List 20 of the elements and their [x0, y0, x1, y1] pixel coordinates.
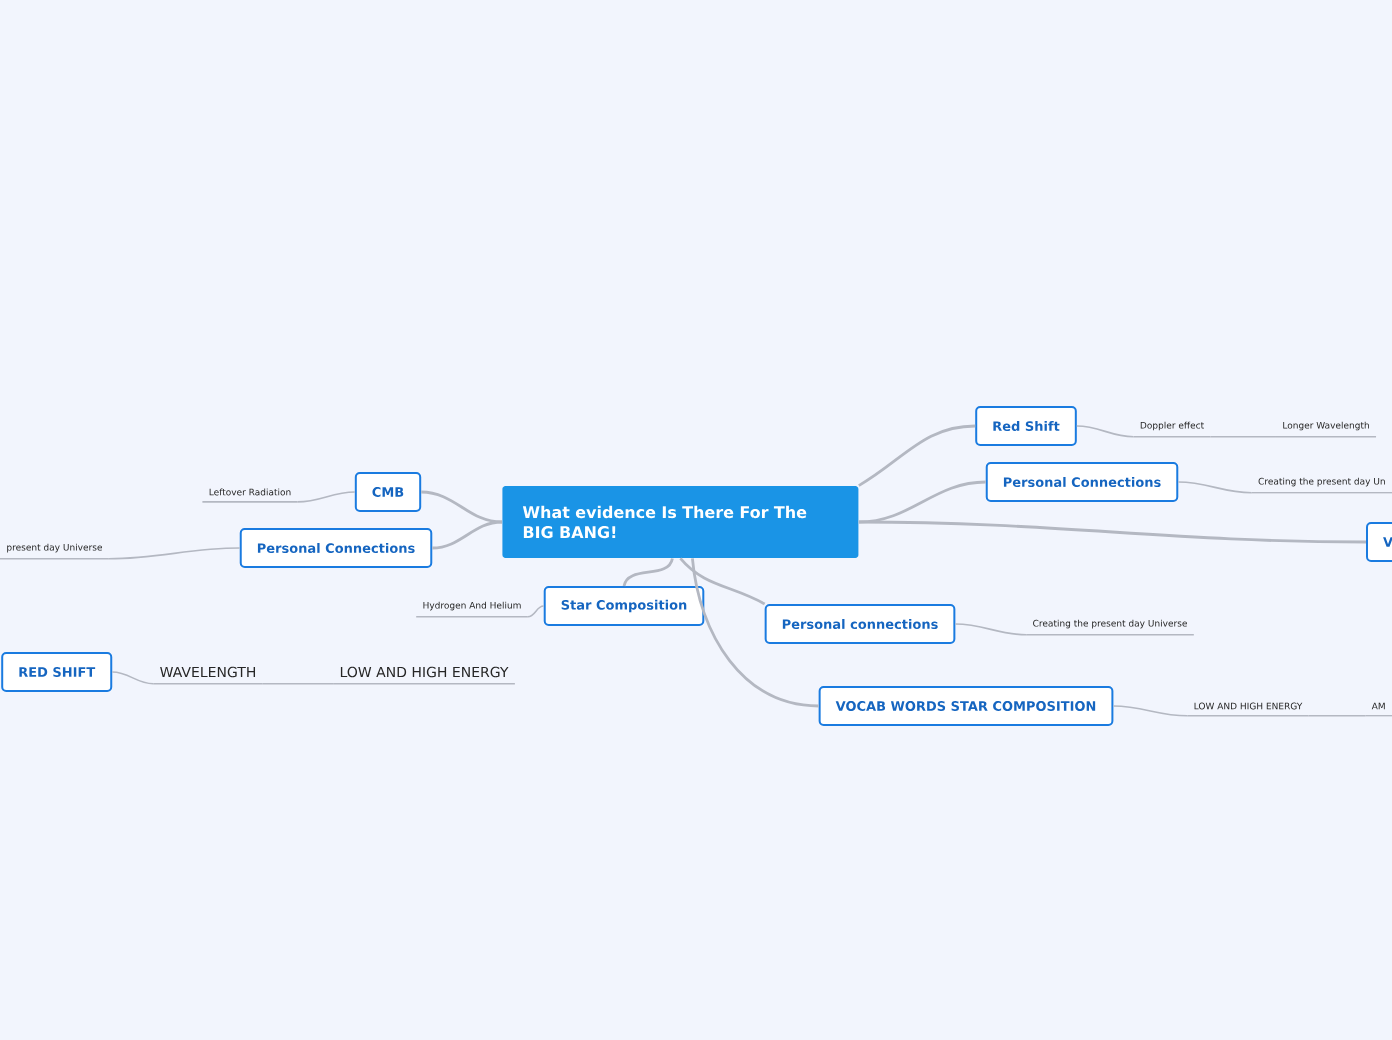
connector-line — [261, 682, 334, 685]
connector-line — [858, 424, 976, 487]
connector-line — [1112, 705, 1189, 717]
connector-line — [527, 605, 545, 618]
connector-line — [1209, 435, 1277, 438]
connector-line — [1307, 714, 1367, 717]
connector-line — [421, 490, 503, 524]
connector-line — [1076, 425, 1135, 438]
connector-line — [296, 491, 356, 503]
connector-line — [1177, 481, 1253, 494]
connector-line — [111, 671, 155, 685]
connector-line — [858, 480, 986, 524]
topic-box: What evidence Is There For The BIG BANG! — [502, 486, 859, 558]
connector-line — [622, 557, 674, 587]
connector-line — [858, 520, 1367, 544]
connector-line — [954, 623, 1027, 636]
connector-line — [691, 558, 819, 708]
connector-line — [432, 520, 503, 550]
connector-line — [108, 547, 241, 560]
connector-line — [679, 557, 766, 606]
